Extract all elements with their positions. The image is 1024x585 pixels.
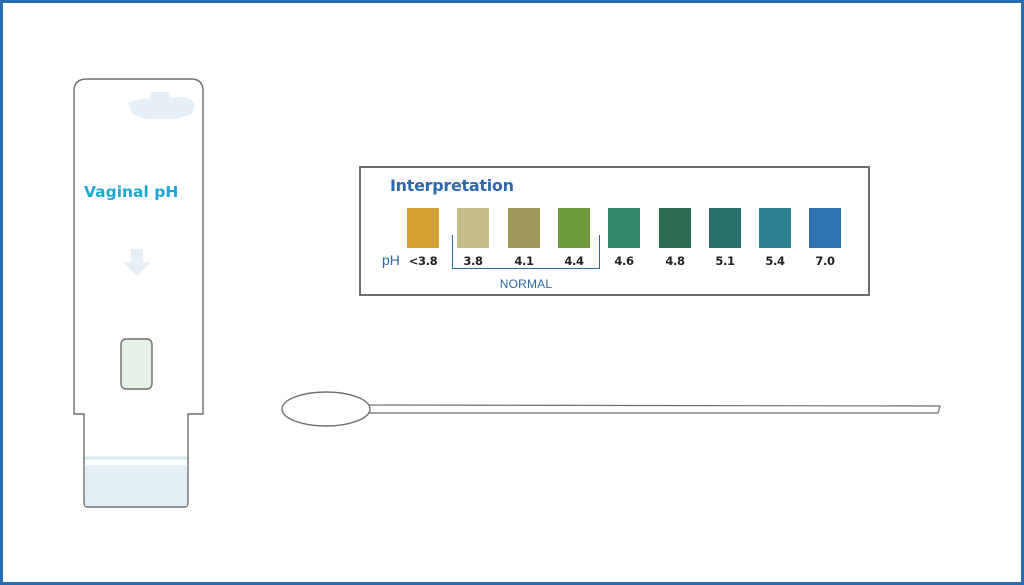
ph-swatch-value: 5.1 bbox=[715, 254, 735, 268]
interpretation-panel: Interpretation pH <3.8 3.8 4.1 4.4 4.6 4.8 5.1… bbox=[359, 166, 870, 296]
ph-swatch-value: 4.8 bbox=[665, 254, 685, 268]
ph-swatch bbox=[659, 208, 691, 248]
ph-swatch-value: 4.6 bbox=[614, 254, 634, 268]
ph-swatch bbox=[608, 208, 640, 248]
swab-icon bbox=[281, 391, 941, 427]
ph-swatch bbox=[809, 208, 841, 248]
ph-swatch-value: 5.4 bbox=[765, 254, 785, 268]
ph-swatch bbox=[407, 208, 439, 248]
ph-swatch-value: 7.0 bbox=[815, 254, 835, 268]
interpretation-title: Interpretation bbox=[390, 176, 514, 195]
normal-range-label: NORMAL bbox=[499, 277, 553, 291]
test-device-body bbox=[73, 78, 204, 508]
device-liquid bbox=[85, 465, 187, 506]
ph-swatch bbox=[709, 208, 741, 248]
device-label: Vaginal pH bbox=[84, 183, 179, 201]
result-window bbox=[120, 338, 153, 390]
ph-swatch-value: 4.4 bbox=[564, 254, 584, 268]
ph-swatch-value: <3.8 bbox=[408, 254, 438, 268]
ph-swatch-value: 4.1 bbox=[514, 254, 534, 268]
normal-range-bracket bbox=[452, 235, 600, 269]
swab-head bbox=[281, 391, 371, 427]
ph-swatch bbox=[457, 208, 489, 248]
arrow-down-icon bbox=[123, 249, 151, 276]
ph-swatch bbox=[558, 208, 590, 248]
ph-swatch-value: 3.8 bbox=[463, 254, 483, 268]
hand-icon bbox=[128, 92, 195, 120]
ph-swatch bbox=[508, 208, 540, 248]
ph-swatch bbox=[759, 208, 791, 248]
swab-stick bbox=[359, 404, 941, 414]
ph-label: pH bbox=[382, 252, 400, 268]
